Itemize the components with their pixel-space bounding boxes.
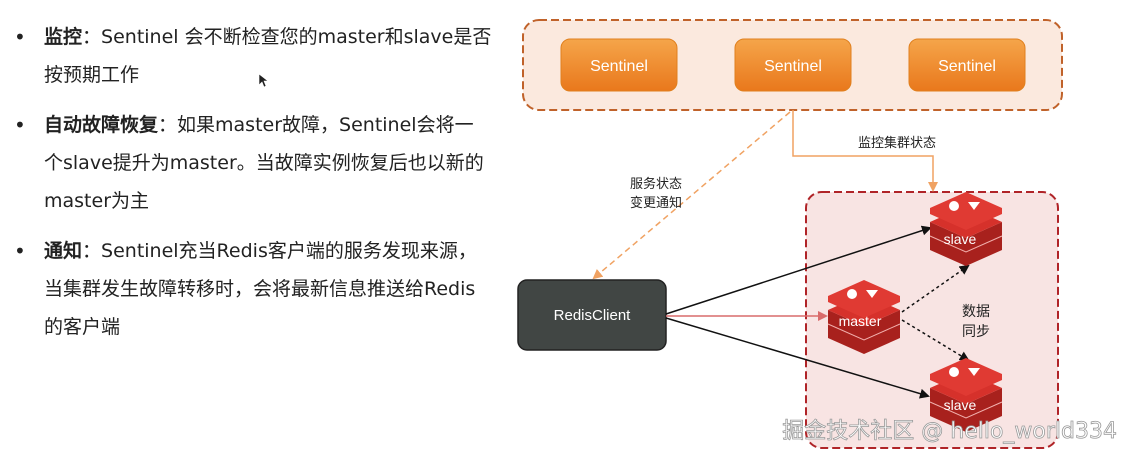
bullet-text: 自动故障恢复：如果master故障，Sentinel会将一个slave提升为ma…	[44, 114, 484, 212]
sentinel-node-1: Sentinel	[560, 38, 678, 92]
sentinel-label: Sentinel	[938, 58, 996, 75]
slave-bottom-node: slave	[929, 358, 1003, 432]
master-node: master	[827, 280, 901, 354]
notify-label-line2: 变更通知	[630, 195, 682, 211]
sync-arrow-up	[901, 264, 970, 313]
redis-icon-mark	[949, 367, 959, 377]
bullet-failover: • 自动故障恢复：如果master故障，Sentinel会将一个slave提升为…	[12, 106, 492, 220]
bullet-dot: •	[14, 113, 26, 137]
slave-top-label: slave	[944, 231, 977, 247]
sentinel-label: Sentinel	[764, 58, 822, 75]
bullet-notify: • 通知：Sentinel充当Redis客户端的服务发现来源，当集群发生故障转移…	[12, 232, 492, 346]
sentinel-label: Sentinel	[590, 58, 648, 75]
sync-label-line2: 同步	[962, 324, 990, 340]
slave-bottom-label: slave	[944, 397, 977, 413]
bullet-list: • 监控：Sentinel 会不断检查您的master和slave是否按预期工作…	[12, 18, 492, 358]
notify-label-line1: 服务状态	[630, 176, 682, 192]
monitor-label: 监控集群状态	[858, 135, 936, 151]
redis-client-label: RedisClient	[554, 307, 632, 324]
watermark-text: 掘金技术社区 @ hello_world334	[782, 419, 1117, 444]
bullet-monitor: • 监控：Sentinel 会不断检查您的master和slave是否按预期工作	[12, 18, 492, 94]
monitor-arrow	[792, 110, 938, 192]
redis-group-box	[805, 191, 1059, 449]
notify-arrow	[592, 111, 791, 280]
bullet-text: 通知：Sentinel充当Redis客户端的服务发现来源，当集群发生故障转移时，…	[44, 240, 477, 338]
client-to-slave-top-arrow	[665, 225, 932, 315]
bullet-text: 监控：Sentinel 会不断检查您的master和slave是否按预期工作	[44, 26, 492, 86]
sync-label-line1: 数据	[962, 304, 990, 320]
sync-arrow-down	[901, 319, 970, 362]
client-to-slave-bottom-arrow	[665, 317, 930, 399]
redis-icon-mark	[949, 201, 959, 211]
redis-client-node: RedisClient	[517, 279, 667, 351]
redis-icon-mark	[847, 289, 857, 299]
bullet-dot: •	[14, 239, 26, 263]
bullet-dot: •	[14, 25, 26, 49]
slave-top-node: slave	[929, 192, 1003, 266]
sentinel-node-3: Sentinel	[908, 38, 1026, 92]
sentinel-node-2: Sentinel	[734, 38, 852, 92]
master-label: master	[839, 313, 882, 329]
